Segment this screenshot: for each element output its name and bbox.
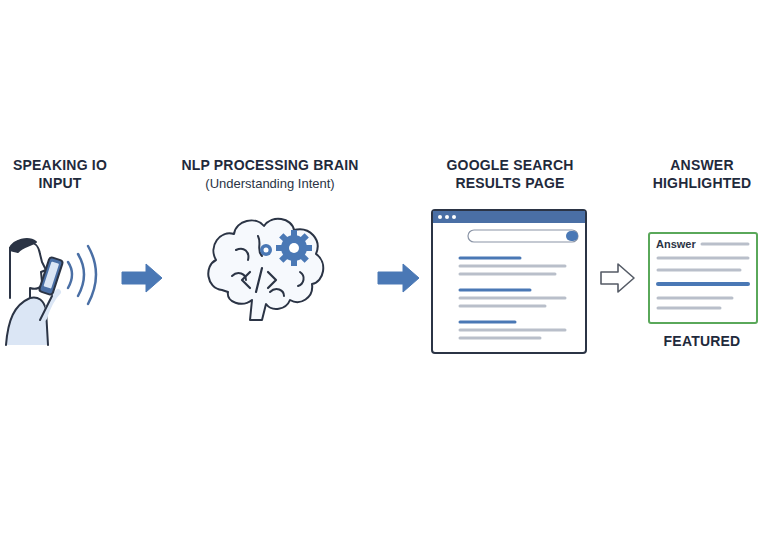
browser-window: [432, 210, 586, 353]
illustration-part: [460, 257, 520, 260]
stage-heading: NLP PROCESSING BRAIN: [168, 156, 372, 174]
illustration-part: [268, 272, 276, 288]
illustration-part: [298, 272, 304, 286]
illustration-part: [566, 231, 578, 241]
illustration-part: [460, 273, 555, 276]
answer-card-lines: [658, 244, 748, 308]
stage-node: NLP PROCESSING BRAIN (Understanding Inten…: [168, 150, 372, 350]
illustration-part: [276, 230, 312, 266]
illustration-part: [658, 307, 720, 310]
illustration-part: [468, 230, 578, 242]
illustration-part: [68, 262, 72, 288]
illustration-part: [270, 289, 284, 296]
illustration-part: [10, 239, 36, 252]
sound-waves: [68, 246, 96, 304]
illustration-part: [289, 243, 299, 253]
stage-heading: ANSWER HIGHLIGHTED: [640, 156, 764, 192]
illustration-part: [460, 258, 565, 338]
illustration-part: [264, 248, 269, 253]
illustration-part: [460, 289, 530, 292]
illustration-part: [208, 219, 323, 320]
stage-heading: SPEAKING IO INPUT: [10, 156, 110, 192]
gear-icon: [260, 230, 312, 266]
speaker-figure: [6, 239, 63, 345]
illustration-part: [78, 254, 84, 296]
illustration-part: [460, 337, 540, 340]
illustration-part: [445, 215, 449, 219]
flow-arrow: [122, 264, 162, 292]
answer-card: Answer: [648, 232, 758, 324]
illustration-part: [438, 215, 442, 219]
illustration-part: [40, 296, 52, 320]
illustration-part: [279, 254, 288, 263]
stage-node: GOOGLE SEARCH RESULTS PAGE: [425, 150, 595, 356]
illustration-part: [276, 245, 283, 251]
illustration-part: [702, 243, 748, 246]
illustration-part: [9, 248, 11, 298]
stage-heading: GOOGLE SEARCH RESULTS PAGE: [435, 156, 585, 192]
illustration-part: [6, 298, 48, 346]
stage-node: SPEAKING IO INPUT: [4, 150, 116, 350]
illustration-part: [658, 282, 748, 286]
flow-arrow: [601, 264, 634, 292]
illustration-part: [432, 210, 586, 353]
illustration-part: [460, 297, 565, 300]
illustration-part: [460, 329, 565, 332]
illustration-part: [460, 321, 515, 324]
illustration-part: [658, 297, 732, 300]
illustration-part: [39, 257, 63, 296]
card-heading: Answer: [656, 238, 706, 251]
illustration-part: [460, 305, 545, 308]
illustration-part: [256, 268, 262, 292]
flow-arrow: [378, 264, 419, 292]
illustration-part: [433, 211, 585, 223]
illustration-part: [291, 230, 297, 237]
stage-node: ANSWER HIGHLIGHTED FEATURED Answer: [640, 150, 764, 354]
illustration-part: [658, 257, 748, 260]
illustration-part: [260, 244, 272, 256]
illustration-part: [300, 233, 309, 242]
illustration-part: [236, 249, 248, 260]
illustration-part: [88, 246, 96, 304]
stage-subtitle: (Understanding Intent): [168, 176, 372, 192]
illustration-part: [291, 259, 297, 266]
illustration-part: [43, 261, 59, 288]
illustration-part: [460, 265, 565, 268]
illustration-part: [300, 254, 309, 263]
stage-heading: FEATURED: [640, 332, 764, 350]
code-symbol: [242, 268, 276, 292]
illustration-part: [242, 272, 250, 288]
illustration-part: [279, 233, 288, 242]
illustration-part: [452, 215, 456, 219]
illustration-part: [658, 269, 740, 272]
illustration-part: [305, 245, 312, 251]
brain-icon: [208, 219, 323, 320]
